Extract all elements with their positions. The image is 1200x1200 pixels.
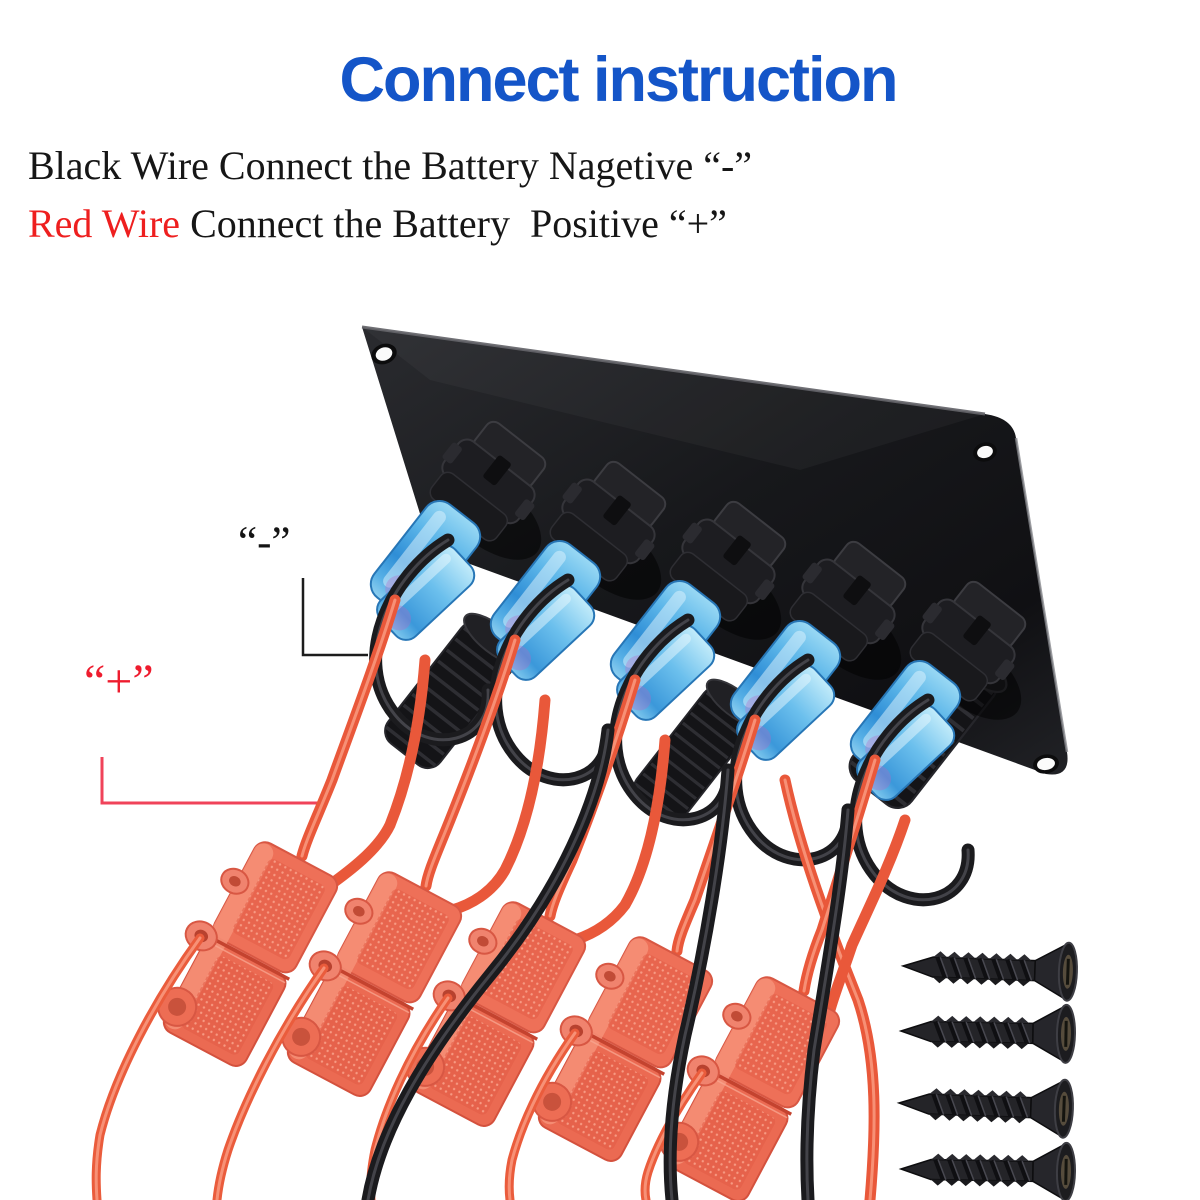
screw-3: [898, 1074, 1074, 1138]
mounting-hole-top-left: [371, 343, 397, 365]
instruction-red-wire-text: Connect the Battery Positive “+”: [180, 201, 727, 246]
screw-4: [898, 1138, 1078, 1200]
instruction-black-wire: Black Wire Connect the Battery Nagetive …: [28, 142, 752, 189]
negative-callout-label: “-”: [238, 519, 291, 566]
negative-pointer-line: [301, 578, 368, 657]
instruction-black-wire-text: Black Wire Connect the Battery Nagetive …: [28, 143, 753, 188]
black-negative-wires: [369, 533, 975, 907]
screw-1: [902, 937, 1078, 1001]
instruction-red-wire: Red Wire Connect the Battery Positive “+…: [28, 200, 727, 247]
positive-callout-label: “+”: [84, 655, 154, 708]
page-title: Connect instruction: [339, 45, 899, 115]
screw-2: [898, 1000, 1078, 1066]
positive-pointer-line: [100, 757, 318, 805]
mounting-hole-bottom-right: [1033, 754, 1059, 774]
red-wire-emphasis: Red Wire: [28, 201, 181, 246]
black-wire-tails: [361, 723, 855, 1200]
red-positive-wires: [296, 594, 911, 1200]
mounting-hole-top-right: [973, 442, 997, 462]
